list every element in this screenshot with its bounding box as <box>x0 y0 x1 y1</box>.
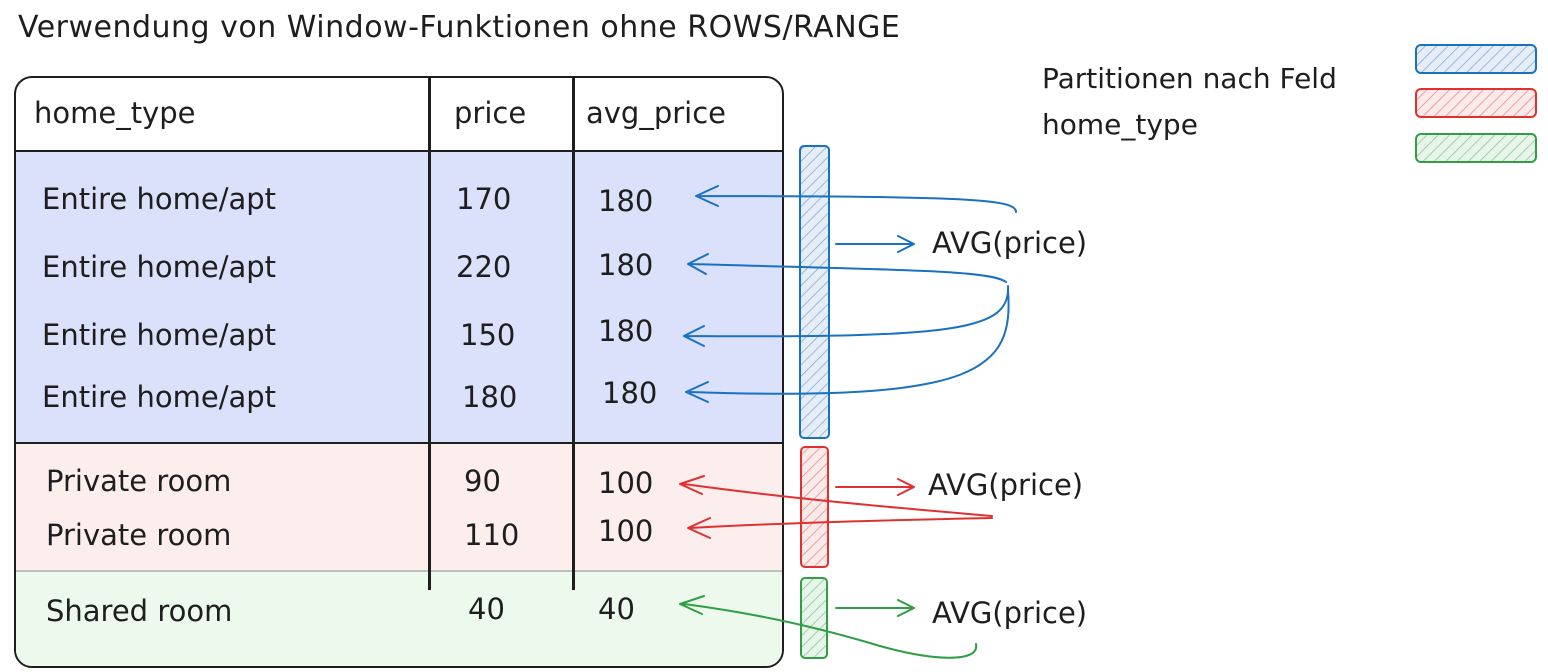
row-2-home-type: Entire home/apt <box>42 250 277 284</box>
header-price: price <box>454 96 527 130</box>
header-home-type: home_type <box>34 96 196 130</box>
row-7-avg-price: 40 <box>598 592 635 626</box>
aggregate-label-green: AVG(price) <box>932 596 1088 630</box>
row-5-avg-price: 100 <box>598 466 654 500</box>
row-1-avg-price: 180 <box>598 184 654 218</box>
row-6-avg-price: 100 <box>598 514 654 548</box>
row-3-avg-price: 180 <box>598 314 654 348</box>
row-2-price: 220 <box>456 250 512 284</box>
red-arrows <box>679 475 993 539</box>
aggregate-label-red: AVG(price) <box>928 468 1084 502</box>
row-7-price: 40 <box>468 592 505 626</box>
aggregate-label-blue: AVG(price) <box>932 226 1088 260</box>
header-avg-price: avg_price <box>586 96 727 130</box>
partition-band-private-room <box>16 444 782 572</box>
row-6-price: 110 <box>464 518 520 552</box>
legend-swatch-green <box>1415 133 1537 163</box>
row-1-home-type: Entire home/apt <box>42 182 277 216</box>
legend-swatch-blue <box>1415 44 1537 74</box>
column-divider-2 <box>572 78 575 590</box>
partition-band-entire-home <box>16 150 782 444</box>
row-1-price: 170 <box>456 182 512 216</box>
row-3-home-type: Entire home/apt <box>42 318 277 352</box>
column-divider-1 <box>428 78 431 590</box>
legend-text-line-2: home_type <box>1042 108 1198 141</box>
legend-text-line-1: Partitionen nach Feld <box>1042 62 1337 95</box>
row-6-home-type: Private room <box>46 518 232 552</box>
row-4-avg-price: 180 <box>602 376 658 410</box>
row-3-price: 150 <box>460 318 516 352</box>
row-4-price: 180 <box>462 380 518 414</box>
blue-arrows <box>683 185 1017 403</box>
row-2-avg-price: 180 <box>598 248 654 282</box>
result-table: home_type price avg_price Entire home/ap… <box>14 76 784 668</box>
legend-text: Partitionen nach Feld home_type <box>1042 56 1337 148</box>
legend-swatch-red <box>1415 88 1537 118</box>
row-7-home-type: Shared room <box>46 594 233 628</box>
row-4-home-type: Entire home/apt <box>42 380 277 414</box>
partition-bar-green <box>800 577 828 659</box>
row-5-home-type: Private room <box>46 464 232 498</box>
partition-bar-blue <box>799 145 830 439</box>
row-5-price: 90 <box>464 464 501 498</box>
diagram-title: Verwendung von Window-Funktionen ohne RO… <box>18 10 901 45</box>
partition-bar-red <box>800 446 829 568</box>
partition-band-shared-room <box>16 572 782 666</box>
green-arrows <box>679 595 978 659</box>
